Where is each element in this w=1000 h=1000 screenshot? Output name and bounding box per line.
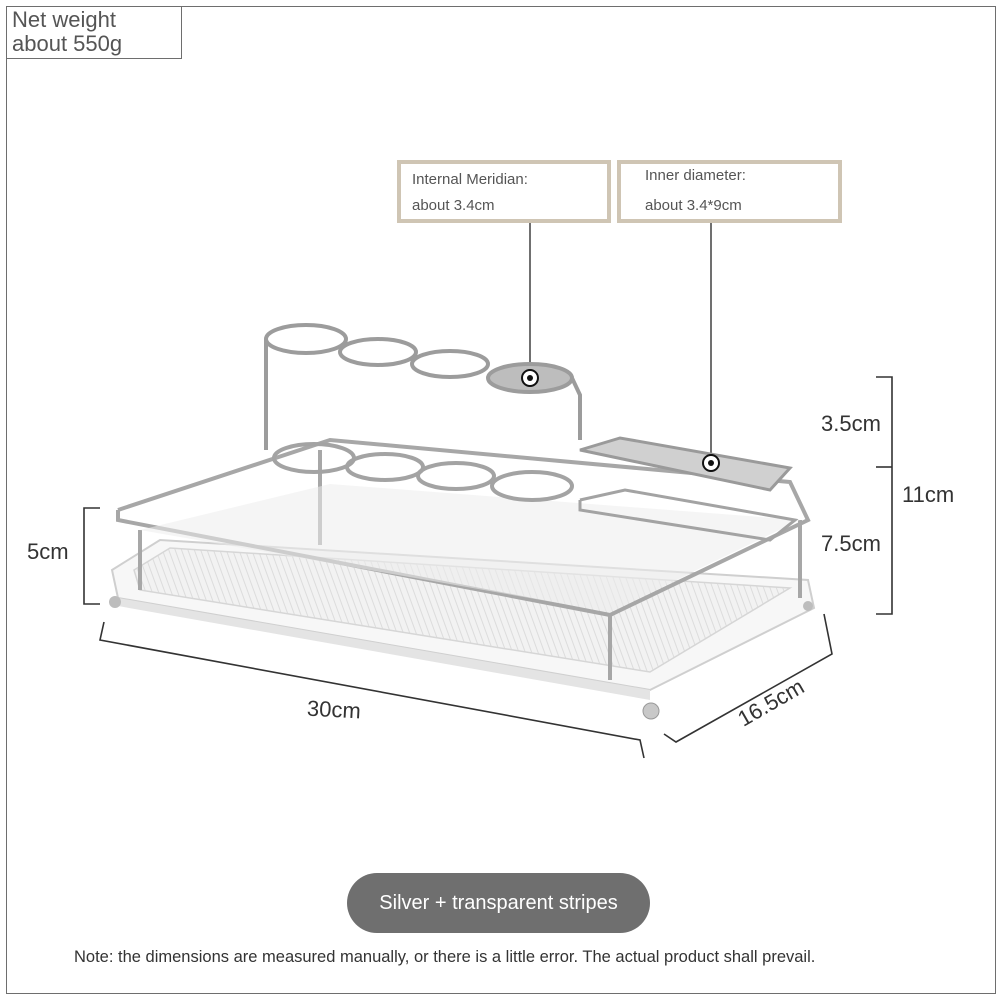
callout-markers [521, 369, 720, 472]
color-variant-badge: Silver + transparent stripes [347, 873, 650, 933]
slot-holder [578, 436, 799, 542]
slot-diameter-value: about 3.4*9cm [645, 197, 742, 214]
ring-diameter-label: Internal Meridian: [412, 171, 528, 188]
lower-height-label: 7.5cm [821, 531, 881, 556]
ring-diameter-callout: Internal Meridian: about 3.4cm [397, 160, 611, 223]
ring-diameter-value: about 3.4cm [412, 197, 495, 214]
net-weight-label: Net weight [12, 7, 116, 32]
image-frame [6, 6, 996, 994]
color-variant-label: Silver + transparent stripes [379, 891, 618, 914]
length-label: 30cm [306, 695, 362, 724]
net-weight-box: Net weight about 550g [6, 6, 182, 59]
measurement-note: Note: the dimensions are measured manual… [74, 948, 816, 966]
slot-diameter-label: Inner diameter: [645, 167, 746, 184]
callout-leaders [529, 223, 712, 463]
slot-diameter-callout: Inner diameter: about 3.4*9cm [617, 160, 842, 223]
net-weight-value: about 550g [12, 31, 123, 56]
lower-rings [272, 442, 574, 502]
tray-height-label: 5cm [27, 539, 69, 564]
upper-rings [264, 323, 582, 450]
total-height-label: 11cm [902, 482, 955, 507]
top-height-label: 3.5cm [821, 411, 881, 436]
back-panel [140, 484, 800, 612]
dimension-lines [83, 376, 893, 759]
